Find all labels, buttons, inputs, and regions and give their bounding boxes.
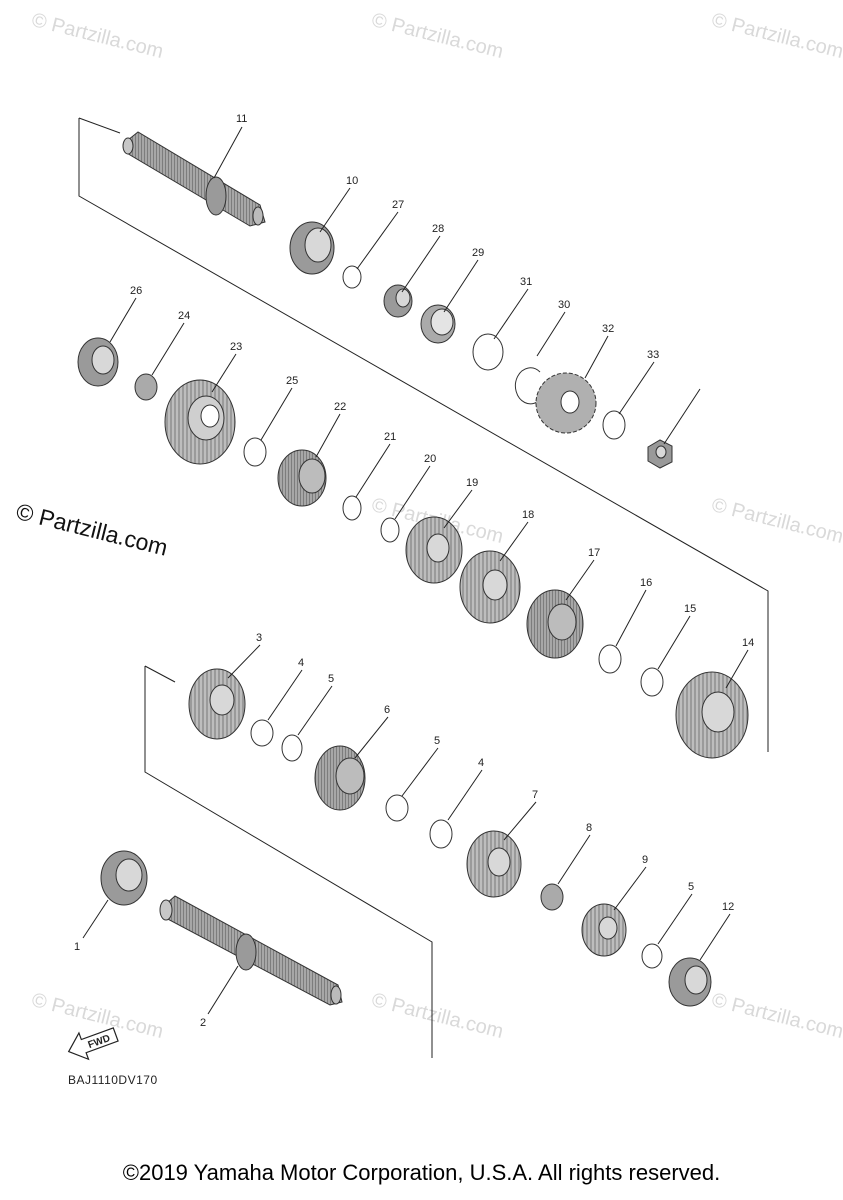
callout-17: 18 [522, 509, 534, 521]
gear-part-13[interactable] [675, 671, 749, 759]
copyright-footer: ©2019 Yamaha Motor Corporation, U.S.A. A… [122, 1160, 721, 1185]
callout-31: 32 [602, 323, 614, 335]
leader-lines [82, 126, 749, 1015]
main-axle-part-12[interactable] [122, 131, 266, 227]
upper-assembly-frame [78, 117, 769, 752]
circlip-part-26[interactable] [342, 265, 362, 289]
callout-9: 9 [642, 854, 648, 866]
callout-23: 24 [178, 310, 190, 322]
circlip-part-5[interactable] [641, 943, 663, 969]
callout-5: 5 [434, 735, 440, 747]
lower-assembly-frame [144, 665, 433, 1058]
callout-labels: 11 10 27 28 29 31 30 32 33 26 24 23 25 2… [74, 113, 754, 1029]
callout-5: 5 [688, 881, 694, 893]
callout-15: 16 [640, 577, 652, 589]
callout-28: 29 [472, 247, 484, 259]
callout-12: 11 [236, 113, 247, 125]
gear-part-21[interactable] [277, 449, 327, 507]
nut-part-33[interactable] [647, 439, 673, 469]
callout-19: 20 [424, 453, 436, 465]
gear-part-22[interactable] [164, 379, 236, 465]
gear-part-3[interactable] [188, 668, 246, 740]
callout-4: 4 [298, 657, 304, 669]
circlip-part-5[interactable] [281, 734, 303, 762]
gear-part-17[interactable] [459, 550, 521, 624]
gear-part-6[interactable] [314, 745, 366, 811]
washer-part-4[interactable] [429, 819, 453, 849]
bushing-part-8[interactable] [540, 883, 564, 911]
callout-3: 3 [256, 632, 262, 644]
callout-32: 33 [647, 349, 659, 361]
callout-7: 7 [532, 789, 538, 801]
callout-29: 30 [558, 299, 570, 311]
circlip-part-5[interactable] [385, 794, 409, 822]
bushing-part-23[interactable] [134, 373, 158, 401]
oil-seal-part-28[interactable] [420, 304, 456, 344]
circlip-part-20[interactable] [342, 495, 362, 521]
washer-part-14[interactable] [640, 667, 664, 697]
callout-11: 10 [346, 175, 358, 187]
callout-8: 8 [586, 822, 592, 834]
drive-sprocket-part-31[interactable] [535, 372, 597, 434]
callout-4: 4 [478, 757, 484, 769]
drive-axle-part-2[interactable] [159, 895, 343, 1006]
callout-18: 19 [466, 477, 478, 489]
circlip-part-15[interactable] [598, 644, 622, 674]
washer-part-4[interactable] [250, 719, 274, 747]
callout-10: 12 [722, 901, 734, 913]
callout-27: 28 [432, 223, 444, 235]
callout-14: 15 [684, 603, 696, 615]
washer-part-30[interactable] [472, 333, 504, 371]
bearing-part-25[interactable] [77, 337, 119, 387]
bearing-part-11[interactable] [289, 221, 335, 275]
callout-5: 5 [328, 673, 334, 685]
callout-20: 21 [384, 431, 396, 443]
gear-part-18[interactable] [405, 516, 463, 584]
gear-part-16[interactable] [526, 589, 584, 659]
diagram-code: BAJ1110DV170 [68, 1073, 158, 1087]
callout-1: 1 [74, 941, 80, 953]
callout-25: 26 [130, 285, 142, 297]
gear-part-9[interactable] [581, 903, 627, 957]
gear-part-7[interactable] [466, 830, 522, 898]
fwd-arrow-icon: FWD [67, 1027, 119, 1061]
callout-6: 6 [384, 704, 390, 716]
bearing-part-1[interactable] [100, 850, 148, 906]
collar-part-27[interactable] [383, 284, 413, 318]
callout-16: 17 [588, 547, 600, 559]
callout-26: 27 [392, 199, 404, 211]
callout-21: 22 [334, 401, 346, 413]
lock-washer-part-32[interactable] [602, 410, 626, 440]
washer-part-19[interactable] [380, 517, 400, 543]
callout-13: 14 [742, 637, 754, 649]
callout-22: 23 [230, 341, 242, 353]
callout-30: 31 [520, 276, 532, 288]
bearing-part-10[interactable] [668, 957, 712, 1007]
callout-24: 25 [286, 375, 298, 387]
callout-2: 2 [200, 1017, 206, 1029]
washer-part-24[interactable] [243, 437, 267, 467]
